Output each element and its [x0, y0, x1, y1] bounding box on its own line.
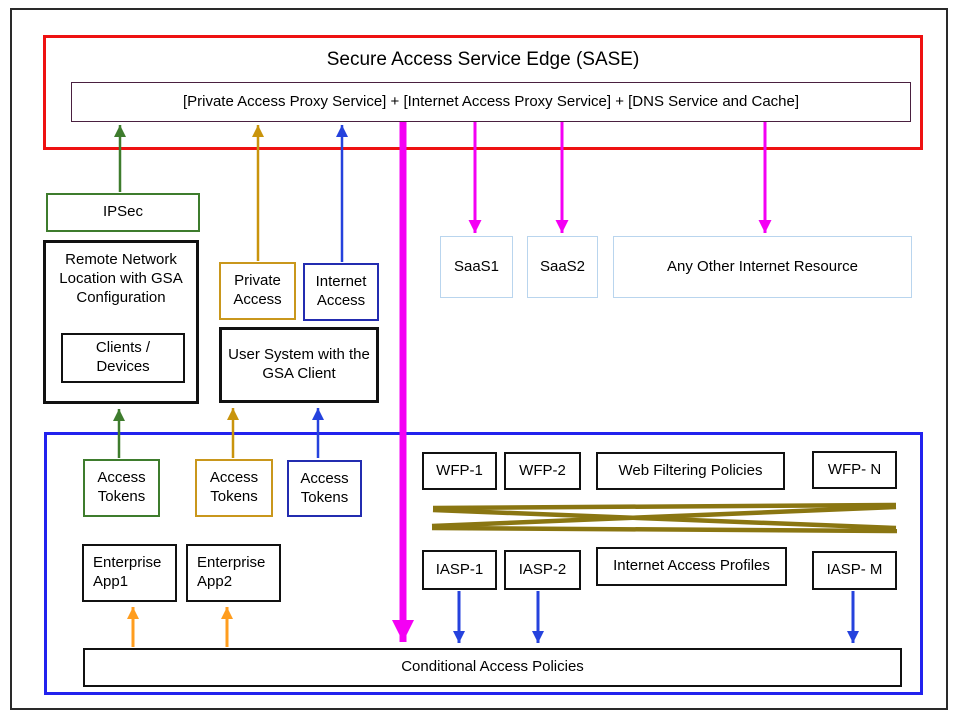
node-access-tokens-private: Access Tokens	[195, 459, 273, 517]
sase-zone-frame	[43, 35, 923, 150]
node-iasp-2: IASP-2	[504, 550, 581, 590]
node-ipsec: IPSec	[46, 193, 200, 232]
node-internet-access-profiles: Internet Access Profiles	[596, 547, 787, 586]
node-wfp-n: WFP- N	[812, 451, 897, 489]
policy-zone-frame	[44, 432, 923, 695]
node-any-other-internet-resource: Any Other Internet Resource	[613, 236, 912, 298]
node-access-tokens-site: Access Tokens	[83, 459, 160, 517]
node-enterprise-app1: Enterprise App1	[82, 544, 177, 602]
node-clients-devices: Clients / Devices	[61, 333, 185, 383]
node-enterprise-app2: Enterprise App2	[186, 544, 281, 602]
node-saas2: SaaS2	[527, 236, 598, 298]
node-wfp-1: WFP-1	[422, 452, 497, 490]
node-user-system-gsa-client: User System with the GSA Client	[219, 327, 379, 403]
outer-frame	[10, 8, 948, 710]
node-access-tokens-internet: Access Tokens	[287, 460, 362, 517]
node-wfp-2: WFP-2	[504, 452, 581, 490]
node-web-filtering-policies: Web Filtering Policies	[596, 452, 785, 490]
node-saas1: SaaS1	[440, 236, 513, 298]
node-internet-access: Internet Access	[303, 263, 379, 321]
node-iasp-1: IASP-1	[422, 550, 497, 590]
node-private-access: Private Access	[219, 262, 296, 320]
sase-title: Secure Access Service Edge (SASE)	[326, 49, 640, 71]
proxy-services-bar: [Private Access Proxy Service] + [Intern…	[71, 82, 911, 122]
node-iasp-m: IASP- M	[812, 551, 897, 590]
node-conditional-access-policies: Conditional Access Policies	[83, 648, 902, 687]
